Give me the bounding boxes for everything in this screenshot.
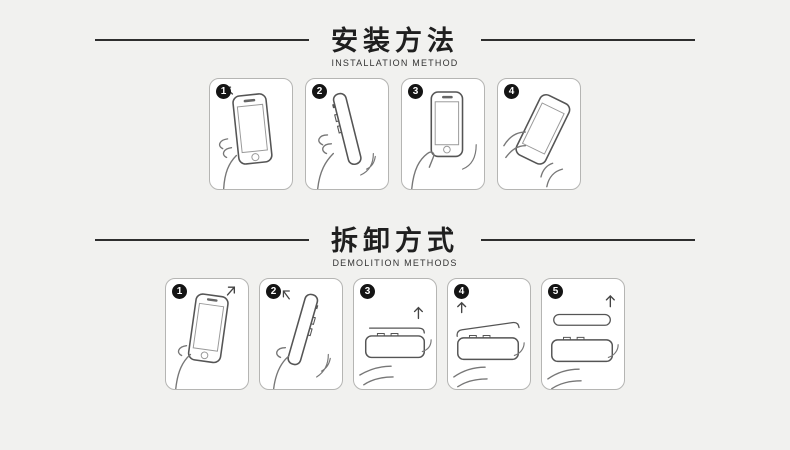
lift-frame-side-illustration — [453, 301, 525, 388]
step-number-badge: 1 — [216, 84, 231, 99]
demolition-step-2: 2 — [259, 278, 343, 390]
installation-step-4: 4 — [497, 78, 581, 190]
demolition-titles: 拆卸方式 DEMOLITION METHODS — [309, 226, 481, 268]
installation-steps: 1 2 — [0, 78, 790, 190]
step-number-badge: 3 — [360, 284, 375, 299]
step-number-badge: 3 — [408, 84, 423, 99]
demolition-step-5: 5 — [541, 278, 625, 390]
section-installation: 安装方法 INSTALLATION METHOD 1 — [0, 26, 790, 190]
installation-step-1: 1 — [209, 78, 293, 190]
step-number-badge: 2 — [312, 84, 327, 99]
snap-frame-corner-illustration — [503, 94, 571, 188]
installation-title-en: INSTALLATION METHOD — [331, 58, 459, 68]
demolition-step-4: 4 — [447, 278, 531, 390]
align-side-buttons-illustration — [317, 92, 376, 189]
installation-titles: 安装方法 INSTALLATION METHOD — [309, 26, 481, 68]
divider-line-left — [95, 39, 309, 41]
installation-step-3: 3 — [401, 78, 485, 190]
installation-title-zh: 安装方法 — [331, 26, 459, 56]
step-number-badge: 5 — [548, 284, 563, 299]
installation-header: 安装方法 INSTALLATION METHOD — [95, 26, 695, 68]
step-number-badge: 2 — [266, 284, 281, 299]
hold-phone-front-illustration — [175, 286, 236, 389]
remove-frame-up-illustration — [547, 294, 619, 389]
section-demolition: 拆卸方式 DEMOLITION METHODS 1 — [0, 226, 790, 390]
demolition-title-zh: 拆卸方式 — [331, 226, 459, 256]
divider-line-left — [95, 239, 309, 241]
installation-step-2: 2 — [305, 78, 389, 190]
divider-line-right — [481, 39, 695, 41]
demolition-steps: 1 2 — [0, 278, 790, 390]
divider-line-right — [481, 239, 695, 241]
demolition-title-en: DEMOLITION METHODS — [332, 258, 458, 268]
demolition-step-1: 1 — [165, 278, 249, 390]
step-number-badge: 4 — [454, 284, 469, 299]
demolition-step-3: 3 — [353, 278, 437, 390]
press-phone-front-illustration — [411, 91, 477, 189]
step-number-badge: 4 — [504, 84, 519, 99]
demolition-header: 拆卸方式 DEMOLITION METHODS — [95, 226, 695, 268]
push-case-corner-illustration — [272, 290, 331, 389]
pry-frame-edge-illustration — [359, 306, 432, 386]
step-number-badge: 1 — [172, 284, 187, 299]
